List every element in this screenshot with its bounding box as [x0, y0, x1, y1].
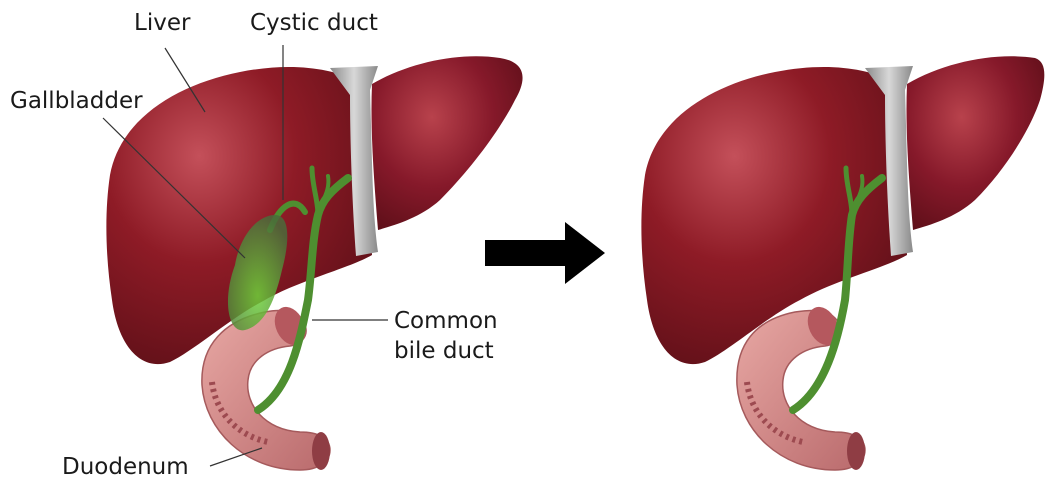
- liver-left-lobe: [371, 56, 522, 230]
- label-common-bile-duct-line1: Common: [394, 308, 498, 335]
- label-cystic-duct: Cystic duct: [250, 10, 378, 37]
- panel-before: [106, 56, 522, 470]
- label-common-bile-duct-line2: bile duct: [394, 338, 494, 365]
- label-duodenum: Duodenum: [62, 454, 189, 481]
- right-arrow-icon: [485, 222, 605, 284]
- panel-after: [641, 56, 1044, 470]
- label-liver: Liver: [134, 10, 190, 37]
- liver-left-lobe: [906, 56, 1044, 230]
- label-gallbladder: Gallbladder: [10, 88, 143, 115]
